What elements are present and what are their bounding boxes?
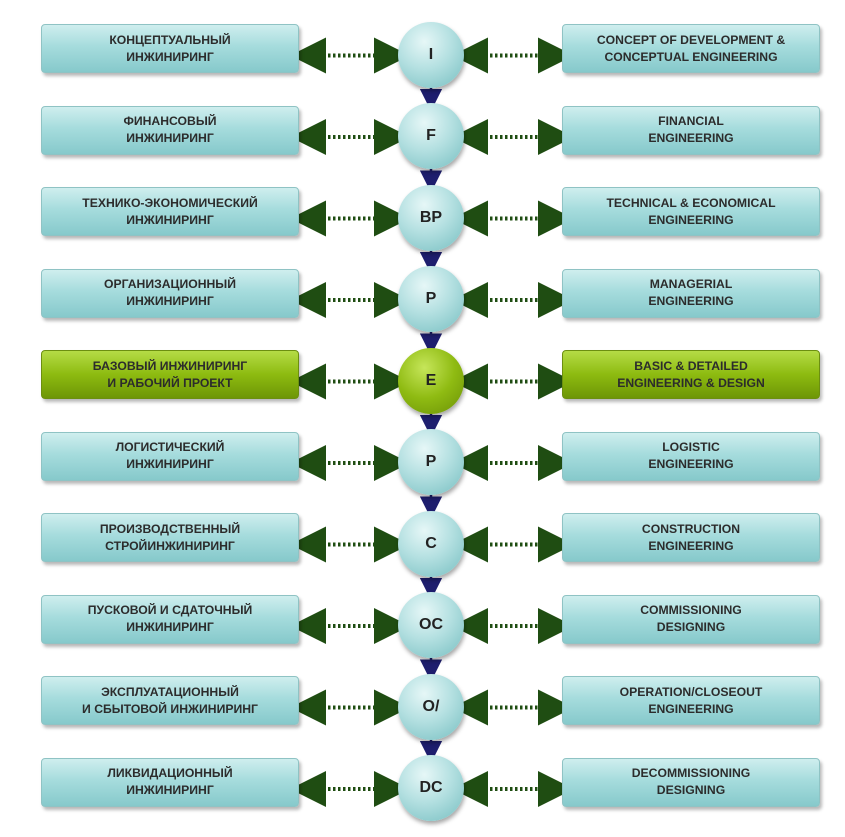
- stage-code: OC: [419, 616, 443, 633]
- box-label-line: CONSTRUCTION: [641, 521, 741, 536]
- stage-code: DC: [419, 779, 443, 796]
- box-label-line: ЛОГИСТИЧЕСКИЙ: [115, 440, 225, 454]
- stage-node: P: [398, 266, 464, 332]
- box-label-line: DESIGNING: [656, 783, 726, 797]
- english-label-box: TECHNICAL & ECONOMICAL ENGINEERING: [562, 187, 820, 236]
- box-label-line: ЛИКВИДАЦИОННЫЙ: [107, 766, 233, 780]
- box-label-line: ИНЖИНИРИНГ: [126, 457, 214, 471]
- russian-label-box: ФИНАНСОВЫЙ ИНЖИНИРИНГ: [41, 105, 299, 155]
- stage-node: E: [398, 347, 464, 414]
- box-label-line: MANAGERIAL: [649, 277, 733, 291]
- box-label-line: ENGINEERING: [648, 212, 734, 227]
- stage-code: P: [425, 453, 437, 470]
- english-label-box: DECOMMISSIONING DESIGNING: [562, 757, 820, 807]
- russian-label-box: ОРГАНИЗАЦИОННЫЙ ИНЖИНИРИНГ: [41, 268, 299, 318]
- box-label-line: ИНЖИНИРИНГ: [126, 620, 214, 634]
- russian-label-box: ЛОГИСТИЧЕСКИЙ ИНЖИНИРИНГ: [41, 431, 299, 481]
- english-label-box: FINANCIAL ENGINEERING: [562, 105, 820, 155]
- stage-node: I: [398, 21, 464, 88]
- stage-node: C: [398, 510, 464, 577]
- box-label-line: ENGINEERING: [648, 701, 734, 716]
- stage-node: O/: [398, 673, 464, 740]
- box-label-line: ENGINEERING & DESIGN: [617, 375, 765, 390]
- stage-code: C: [425, 534, 437, 552]
- box-label-line: ЭКСПЛУАТАЦИОННЫЙ: [101, 684, 239, 699]
- box-label-line: LOGISTIC: [662, 440, 720, 454]
- box-label-line: СТРОЙИНЖИНИРИНГ: [105, 538, 235, 553]
- box-label-line: БАЗОВЫЙ ИНЖИНИРИНГ: [92, 358, 248, 373]
- box-label-line: ПРОИЗВОДСТВЕННЫЙ: [99, 521, 241, 536]
- box-label-line: CONCEPT OF DEVELOPMENT &: [596, 32, 786, 47]
- box-label-line: ИНЖИНИРИНГ: [126, 49, 214, 64]
- box-label-line: COMMISSIONING: [640, 603, 742, 617]
- english-label-box: CONCEPT OF DEVELOPMENT & CONCEPTUAL ENGIN…: [562, 24, 820, 73]
- russian-label-box: ПРОИЗВОДСТВЕННЫЙ СТРОЙИНЖИНИРИНГ: [41, 513, 299, 562]
- box-label-line: ПУСКОВОЙ И СДАТОЧНЫЙ: [87, 603, 253, 617]
- russian-label-box: КОНЦЕПТУАЛЬНЫЙ ИНЖИНИРИНГ: [41, 24, 299, 73]
- box-label-line: DESIGNING: [656, 620, 726, 634]
- stage-code: E: [425, 371, 437, 389]
- box-label-line: ИНЖИНИРИНГ: [126, 212, 214, 227]
- box-label-line: BASIC & DETAILED: [634, 358, 748, 373]
- box-label-line: CONCEPTUAL ENGINEERING: [604, 49, 778, 64]
- stage-node: BP: [398, 184, 464, 251]
- box-label-line: ФИНАНСОВЫЙ: [123, 114, 217, 128]
- english-label-box: MANAGERIAL ENGINEERING: [562, 268, 820, 318]
- box-label-line: OPERATION/CLOSEOUT: [619, 684, 763, 699]
- stage-code: O/: [422, 697, 440, 715]
- box-label-line: ТЕХНИКО-ЭКОНОМИЧЕСКИЙ: [82, 195, 258, 210]
- english-label-box: OPERATION/CLOSEOUT ENGINEERING: [562, 676, 820, 725]
- russian-label-box: ПУСКОВОЙ И СДАТОЧНЫЙ ИНЖИНИРИНГ: [41, 594, 299, 644]
- box-label-line: TECHNICAL & ECONOMICAL: [606, 195, 776, 210]
- box-label-line: FINANCIAL: [658, 114, 724, 128]
- box-label-line: DECOMMISSIONING: [631, 766, 751, 780]
- english-label-box: CONSTRUCTION ENGINEERING: [562, 513, 820, 562]
- russian-label-box: БАЗОВЫЙ ИНЖИНИРИНГ И РАБОЧИЙ ПРОЕКТ: [41, 350, 299, 399]
- stage-node: P: [398, 429, 464, 495]
- box-label-line: ИНЖИНИРИНГ: [126, 294, 214, 308]
- stage-code: P: [425, 290, 437, 307]
- stage-node: OC: [398, 592, 464, 658]
- stage-node: F: [398, 103, 464, 169]
- box-label-line: ENGINEERING: [648, 457, 734, 471]
- box-label-line: ENGINEERING: [648, 131, 734, 145]
- box-label-line: ENGINEERING: [648, 538, 734, 553]
- box-label-line: ENGINEERING: [648, 294, 734, 308]
- english-label-box: LOGISTIC ENGINEERING: [562, 431, 820, 481]
- russian-label-box: ТЕХНИКО-ЭКОНОМИЧЕСКИЙ ИНЖИНИРИНГ: [41, 187, 299, 236]
- box-label-line: ИНЖИНИРИНГ: [126, 131, 214, 145]
- russian-label-box: ЭКСПЛУАТАЦИОННЫЙ И СБЫТОВОЙ ИНЖИНИРИНГ: [41, 676, 299, 725]
- box-label-line: ОРГАНИЗАЦИОННЫЙ: [104, 277, 236, 291]
- box-label-line: КОНЦЕПТУАЛЬНЫЙ: [109, 32, 231, 47]
- english-label-box: COMMISSIONING DESIGNING: [562, 594, 820, 644]
- box-label-line: И РАБОЧИЙ ПРОЕКТ: [107, 375, 233, 390]
- stage-node: DC: [398, 755, 464, 821]
- stage-code: I: [428, 45, 434, 63]
- english-label-box: BASIC & DETAILED ENGINEERING & DESIGN: [562, 350, 820, 399]
- box-label-line: И СБЫТОВОЙ ИНЖИНИРИНГ: [82, 701, 258, 716]
- box-label-line: ИНЖИНИРИНГ: [126, 783, 214, 797]
- stage-code: F: [426, 127, 436, 144]
- russian-label-box: ЛИКВИДАЦИОННЫЙ ИНЖИНИРИНГ: [41, 757, 299, 807]
- stage-code: BP: [419, 208, 443, 226]
